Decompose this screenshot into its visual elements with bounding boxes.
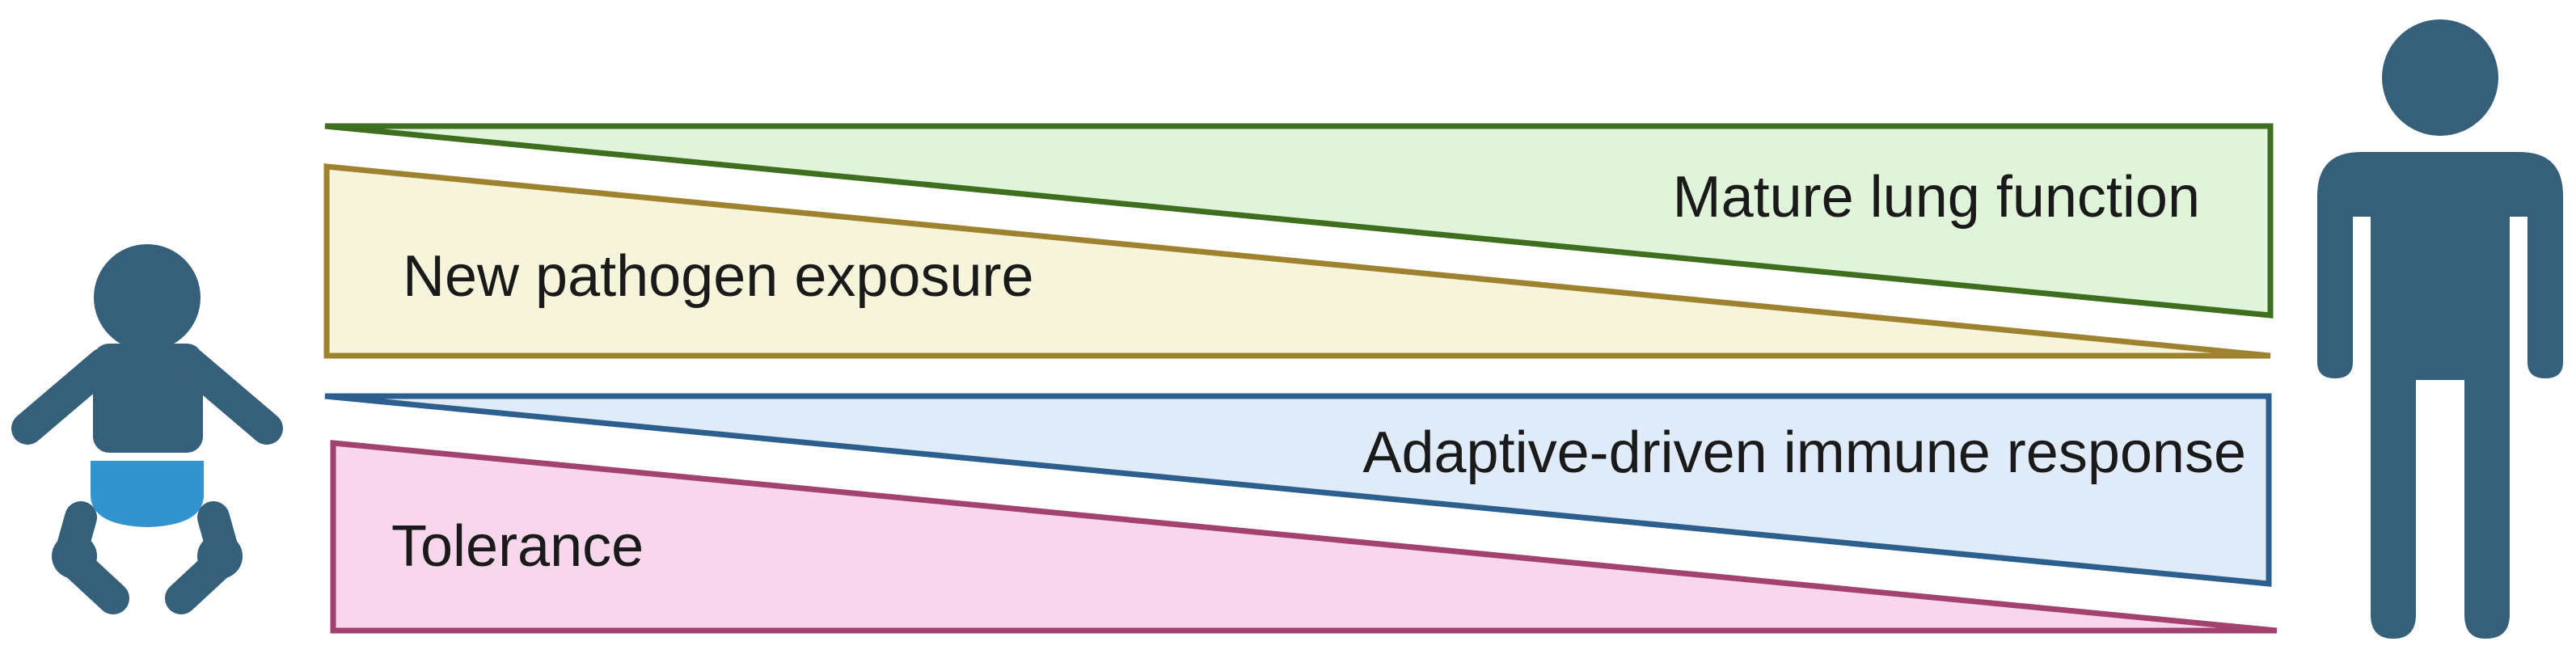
baby-icon xyxy=(11,244,283,614)
wedge-label-adaptive-driven-immune-response: Adaptive-driven immune response xyxy=(1362,420,2246,485)
wedge-mature-lung-function xyxy=(324,123,2274,319)
wedge-label-mature-lung-function: Mature lung function xyxy=(1673,165,2200,230)
wedge-label-tolerance: Tolerance xyxy=(391,514,644,579)
adult-person-icon xyxy=(2317,19,2563,639)
wedge-label-new-pathogen-exposure: New pathogen exposure xyxy=(403,244,1034,309)
wedge-tolerance xyxy=(330,440,2278,634)
wedge-adaptive-driven-immune-response xyxy=(324,393,2272,587)
wedge-new-pathogen-exposure xyxy=(323,163,2271,359)
